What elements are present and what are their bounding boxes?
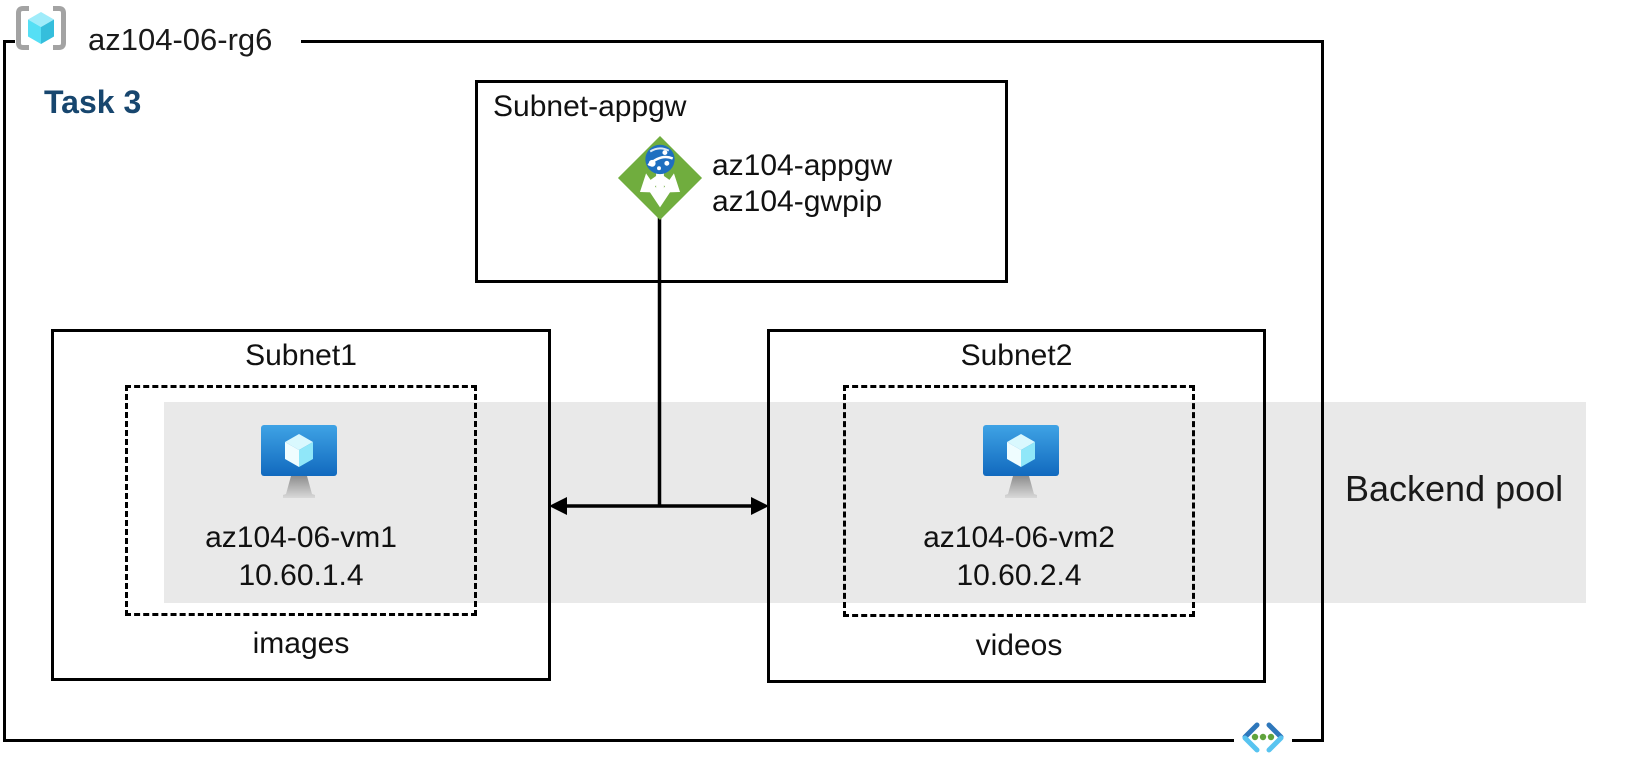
vm2-labels: az104-06-vm2 10.60.2.4 [843,519,1195,595]
virtual-machine-icon [983,425,1059,498]
vm1-ip-label: 10.60.1.4 [238,559,364,592]
vm1-labels: az104-06-vm1 10.60.1.4 [125,519,477,595]
appgw-public-ip-label: az104-gwpip [712,185,883,218]
vm2-ip-label: 10.60.2.4 [956,559,1082,592]
appgw-name-label: az104-appgw [712,149,893,182]
subnet1-title: Subnet1 [245,339,357,372]
virtual-network-icon [1242,722,1284,753]
appgw-subnet-box [475,80,1008,283]
task-label: Task 3 [44,84,142,120]
resource-group-icon [16,6,66,50]
resource-group-title: az104-06-rg6 [88,22,273,57]
vm2-name-label: az104-06-vm2 [923,521,1115,554]
subnet2-title: Subnet2 [960,339,1073,372]
appgw-labels: az104-appgw az104-gwpip [712,148,892,220]
vm1-name-label: az104-06-vm1 [205,521,397,554]
appgw-subnet-title: Subnet-appgw [493,90,687,123]
backend-pool-band [164,402,1586,603]
virtual-machine-icon [261,425,337,498]
application-gateway-icon [617,135,703,221]
subnet2-content-label: videos [975,629,1063,662]
backend-pool-label: Backend pool [1345,468,1564,509]
resource-group-title-mask [15,32,301,49]
subnet2-backendpool-outline [843,385,1195,617]
subnet1-content-label: images [252,627,350,660]
resource-group-box [3,40,1324,742]
subnet1-backendpool-outline [125,385,477,616]
